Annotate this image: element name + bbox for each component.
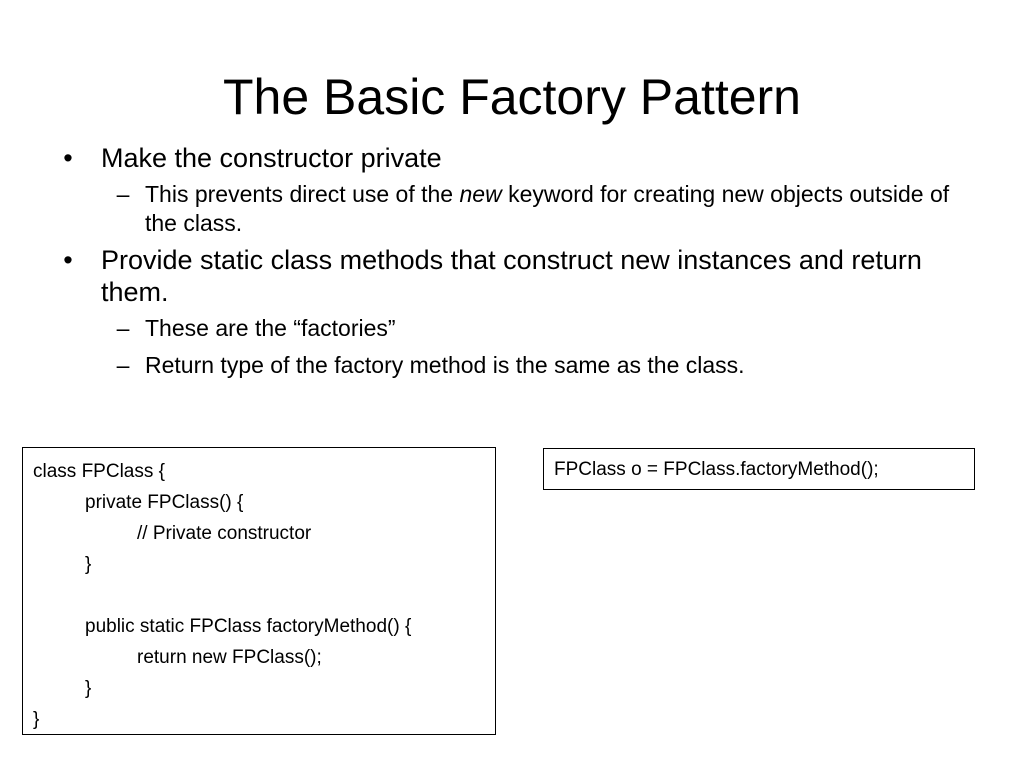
sub-bullet-text: Return type of the factory method is the… bbox=[145, 352, 745, 378]
sub-bullet-list: – These are the “factories” – Return typ… bbox=[101, 314, 958, 380]
dash-icon: – bbox=[116, 181, 130, 207]
code-line: // Private constructor bbox=[137, 523, 312, 544]
bullet-text: Make the constructor private bbox=[101, 143, 442, 173]
sub-bullet-item: – This prevents direct use of the new ke… bbox=[101, 180, 958, 238]
keyword-new: new bbox=[459, 181, 502, 207]
sub-bullet-text-before: This prevents direct use of the bbox=[145, 181, 460, 207]
sub-bullet-item: – These are the “factories” bbox=[101, 314, 958, 343]
sub-bullet-text-after: keyword for creating new objects outside… bbox=[145, 181, 950, 236]
bullet-item: • Provide static class methods that cons… bbox=[58, 244, 958, 380]
bullet-item: • Make the constructor private – This pr… bbox=[58, 142, 958, 238]
bullet-list: • Make the constructor private – This pr… bbox=[58, 142, 958, 380]
code-line: } bbox=[85, 678, 92, 699]
sub-bullet-list: – This prevents direct use of the new ke… bbox=[101, 180, 958, 238]
code-line-blank bbox=[33, 580, 485, 611]
usage-code-box: FPClass o = FPClass.factoryMethod(); bbox=[543, 448, 975, 490]
bullet-text: Provide static class methods that constr… bbox=[101, 245, 922, 307]
code-line: } bbox=[33, 709, 40, 730]
code-line: return new FPClass(); bbox=[137, 647, 322, 668]
code-line: } bbox=[85, 554, 92, 575]
sub-bullet-item: – Return type of the factory method is t… bbox=[101, 351, 958, 380]
class-code-box: class FPClass { private FPClass() { // P… bbox=[22, 447, 496, 735]
bullet-icon: • bbox=[63, 143, 73, 173]
dash-icon: – bbox=[116, 315, 130, 341]
bullet-icon: • bbox=[63, 245, 73, 275]
code-line: class FPClass { bbox=[33, 461, 165, 482]
code-line: private FPClass() { bbox=[85, 492, 244, 513]
slide-title: The Basic Factory Pattern bbox=[222, 69, 801, 125]
code-line: public static FPClass factoryMethod() { bbox=[85, 616, 412, 637]
sub-bullet-text: These are the “factories” bbox=[145, 315, 396, 341]
dash-icon: – bbox=[116, 352, 130, 378]
